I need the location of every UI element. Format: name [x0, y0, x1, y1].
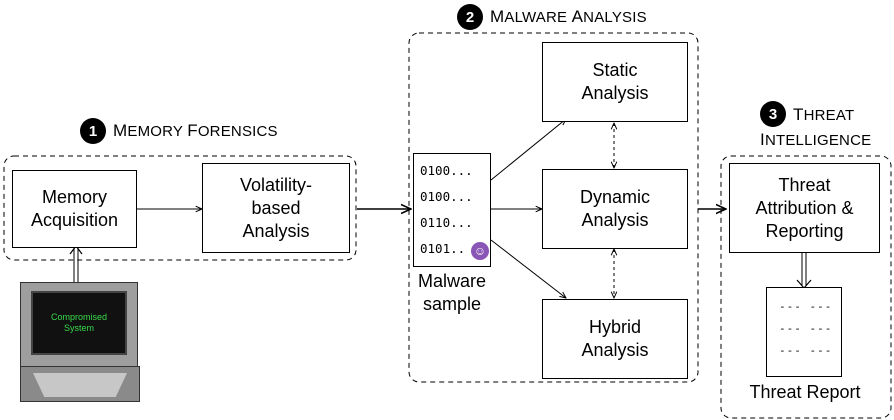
dynamic-analysis-box: Dynamic Analysis	[542, 169, 688, 249]
stage-title-text: MALWARE ANALYSIS	[490, 7, 647, 26]
volatility-analysis-box: Volatility- based Analysis	[202, 163, 350, 253]
sample-bits-line: 0100...	[420, 189, 473, 204]
stage-threat-intelligence-title: 3 THREAT	[760, 101, 854, 127]
threat-intelligence-group	[720, 155, 892, 419]
arrow-sample-to-static	[490, 119, 566, 181]
computer-base	[20, 366, 140, 402]
report-line: --- ---	[779, 344, 833, 357]
stage-number-badge: 1	[80, 118, 106, 144]
threat-attribution-box: Threat Attribution & Reporting	[729, 163, 880, 253]
sample-bits-line: 0100...	[420, 163, 473, 178]
stage-title-text-line1: THREAT	[793, 105, 855, 124]
memory-acquisition-box: Memory Acquisition	[12, 170, 137, 248]
arrow-sample-to-hybrid	[490, 239, 566, 298]
keyboard-tray	[33, 373, 127, 397]
stage-title-text: MEMORY FORENSICS	[113, 121, 278, 140]
threat-report-label: Threat Report	[749, 382, 861, 402]
memory-forensics-group	[3, 155, 357, 261]
sample-bits-line: 0110...	[420, 215, 473, 230]
devil-emoji-icon: ☺	[471, 242, 489, 260]
report-line: --- ---	[779, 322, 833, 335]
computer-icon: Compromised System	[20, 282, 138, 367]
malware-sample-label: Malware sample	[417, 271, 487, 314]
hybrid-analysis-box: Hybrid Analysis	[542, 299, 688, 379]
stage-malware-analysis-title: 2 MALWARE ANALYSIS	[457, 4, 647, 30]
document-icon: --- --- --- --- --- ---	[766, 287, 842, 377]
stage-title-text-line2: INTELLIGENCE	[760, 130, 872, 149]
compromised-system-screen: Compromised System	[31, 291, 127, 355]
stage-number-badge: 2	[457, 4, 483, 30]
static-analysis-box: Static Analysis	[542, 42, 688, 122]
report-line: --- ---	[779, 300, 833, 313]
malware-sample-card: 0100... 0100... 0110... 0101.. ☺	[413, 153, 491, 267]
stage-memory-forensics-title: 1 MEMORY FORENSICS	[80, 118, 278, 144]
sample-bits-line: 0101..	[420, 241, 466, 256]
stage-number-badge: 3	[760, 101, 786, 127]
